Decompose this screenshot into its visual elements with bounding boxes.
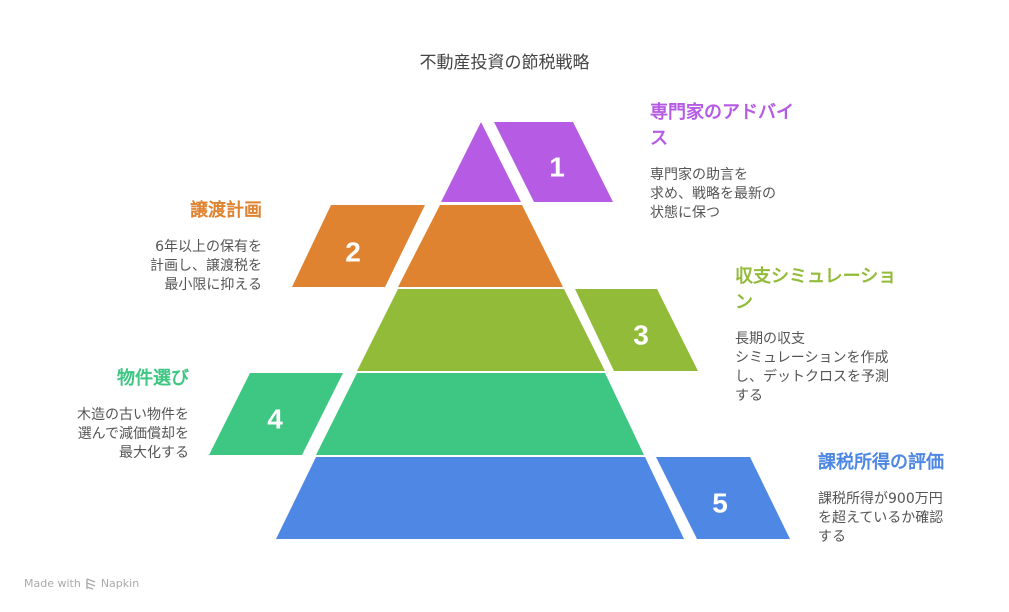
number-tab-5	[656, 457, 790, 539]
label-level-3: 収支シミュレーション 長期の収支 シミュレーションを作成 し、デットクロスを予測…	[735, 264, 905, 406]
level-description-1: 専門家の助言を 求め、戦略を最新の 状態に保つ	[650, 167, 776, 221]
level-number-3: 3	[633, 320, 649, 351]
pyramid-level-3	[357, 289, 605, 371]
made-with-text: Made with	[24, 577, 81, 590]
level-description-4: 木造の古い物件を 選んで減価償却を 最大化する	[77, 407, 189, 461]
made-with-napkin: Made with Napkin	[24, 577, 139, 590]
level-number-1: 1	[549, 152, 565, 183]
level-heading-2: 譲渡計画	[190, 200, 262, 221]
level-heading-5: 課税所得の評価	[818, 452, 944, 473]
label-level-5: 課税所得の評価 課税所得が900万円 を超えているか確認 する	[818, 450, 998, 547]
pyramid-level-4	[316, 373, 644, 455]
number-tab-4	[209, 373, 343, 455]
napkin-logo-icon	[86, 577, 96, 590]
label-level-1: 専門家のアドバイス 専門家の助言を 求め、戦略を最新の 状態に保つ	[650, 100, 810, 223]
number-tab-3	[575, 289, 698, 371]
number-tab-1	[494, 122, 613, 202]
napkin-brand: Napkin	[100, 577, 140, 590]
level-heading-1: 専門家のアドバイス	[650, 102, 794, 149]
level-heading-3: 収支シミュレーション	[735, 266, 897, 313]
level-number-5: 5	[712, 488, 728, 519]
number-tab-2	[292, 205, 425, 287]
pyramid-level-1	[441, 122, 521, 202]
level-description-2: 6年以上の保有を 計画し、譲渡税を 最小限に抑える	[150, 239, 262, 293]
diagram-title: 不動産投資の節税戦略	[419, 53, 590, 73]
level-description-3: 長期の収支 シミュレーションを作成 し、デットクロスを予測 する	[735, 331, 889, 404]
label-level-4: 物件選び 木造の古い物件を 選んで減価償却を 最大化する	[0, 366, 189, 463]
level-description-5: 課税所得が900万円 を超えているか確認 する	[818, 491, 944, 545]
level-heading-4: 物件選び	[117, 368, 189, 389]
pyramid-level-5	[276, 457, 684, 539]
pyramid-level-2	[398, 205, 563, 287]
level-number-2: 2	[345, 237, 361, 268]
label-level-2: 譲渡計画 6年以上の保有を 計画し、譲渡税を 最小限に抑える	[62, 198, 262, 295]
level-number-4: 4	[267, 404, 283, 435]
